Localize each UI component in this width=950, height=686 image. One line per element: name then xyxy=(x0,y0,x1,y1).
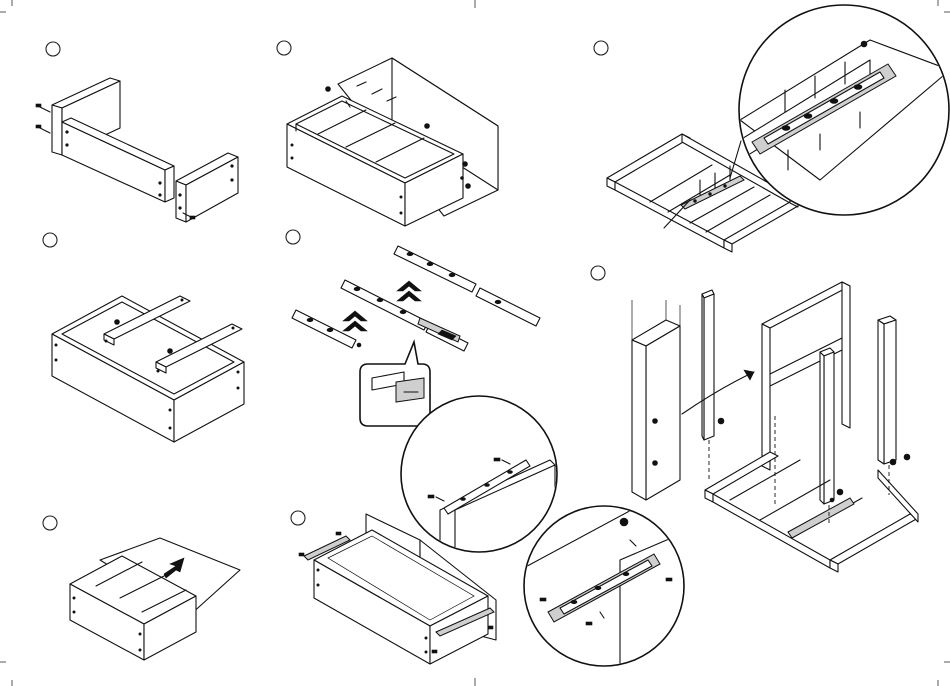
step-2-marker xyxy=(277,41,291,55)
step-1-marker xyxy=(46,42,60,56)
step-1-illustration xyxy=(36,42,238,222)
step-7-illustration xyxy=(43,516,240,660)
step-7-marker xyxy=(43,516,57,530)
step-2-illustration xyxy=(277,41,498,226)
step-6-marker xyxy=(591,266,605,280)
slide-mounting-detail xyxy=(401,396,560,560)
step-5-marker xyxy=(286,230,300,244)
step-4-illustration xyxy=(43,233,244,442)
step-4-marker xyxy=(43,233,57,247)
step-3-illustration xyxy=(594,5,950,252)
step-3-marker xyxy=(594,41,608,55)
step-8-marker xyxy=(291,511,305,525)
step-5-illustration xyxy=(286,230,540,426)
